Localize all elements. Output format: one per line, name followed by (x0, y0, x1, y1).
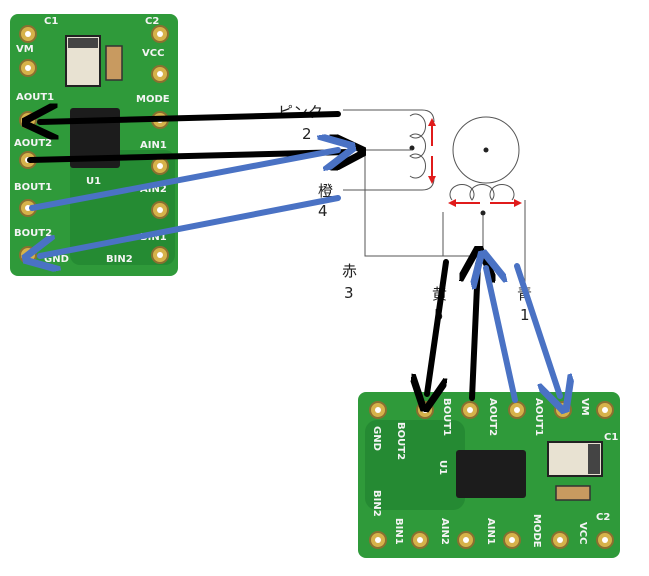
silk-u1: U1 (86, 176, 101, 187)
coil-a (409, 113, 427, 179)
rotor-circle (452, 116, 520, 184)
wire-label-orange-name: 橙 (318, 182, 333, 200)
silk-bin2: BIN2 (371, 490, 382, 517)
chip-u1 (456, 450, 526, 498)
silk-mode: MODE (136, 94, 170, 105)
silk-mode: MODE (531, 514, 542, 548)
silk-aout1: AOUT1 (533, 398, 544, 436)
silk-ain2: AIN2 (140, 184, 167, 195)
coil-b-tap (480, 210, 486, 216)
wire-label-orange-number: 4 (318, 202, 328, 220)
silk-gnd: GND (371, 426, 382, 451)
blue-connection-arrows (32, 150, 560, 400)
silk-c1: C1 (44, 16, 58, 27)
silk-bout1: BOUT1 (441, 398, 452, 436)
pcb-shade (365, 420, 465, 510)
silk-u1: U1 (437, 460, 448, 475)
wire-label-red-name: 赤 (342, 262, 357, 280)
blue-arrow-blue-to-aout1 (514, 263, 560, 396)
capacitor-small (105, 45, 123, 81)
wire-label-red-number: 3 (344, 284, 354, 302)
driver-board-left: VM AOUT1 AOUT2 BOUT1 BOUT2 C1 C2 VCC MOD… (10, 14, 178, 276)
silk-bout2: BOUT2 (14, 228, 52, 239)
blue-arrow-bout1-to-orange (29, 150, 338, 211)
silk-vcc: VCC (142, 48, 164, 59)
wire-label-pink-number: 2 (302, 125, 312, 143)
blue-arrow-aout2-to-yellow (486, 268, 518, 403)
lead-yellow (442, 212, 470, 257)
silk-bin1: BIN1 (140, 232, 167, 243)
lead-orange (343, 177, 435, 191)
silk-ain1: AIN1 (485, 518, 496, 545)
coil-b (449, 183, 515, 201)
driver-board-bottom: BOUT2 BOUT1 AOUT2 AOUT1 VM GND BIN2 BIN1… (358, 392, 620, 558)
black-arrow-bout1-to-red (472, 264, 478, 401)
lead-red (364, 149, 470, 257)
silk-aout2: AOUT2 (14, 138, 52, 149)
silk-vm: VM (16, 44, 34, 55)
silk-bout2: BOUT2 (395, 422, 406, 460)
silk-aout1: AOUT1 (16, 92, 54, 103)
black-arrow-red-to-bout2 (427, 259, 449, 394)
rotor-center (483, 147, 489, 153)
silk-c2: C2 (596, 512, 610, 523)
silk-bin1: BIN1 (393, 518, 404, 545)
silk-c1: C1 (604, 432, 618, 443)
silk-c2: C2 (145, 16, 159, 27)
blue-arrow-orange-to-bout2 (40, 195, 341, 256)
silk-ain2: AIN2 (439, 518, 450, 545)
black-arrow-aout2-to-pink (27, 152, 348, 160)
silk-ain1: AIN1 (140, 140, 167, 151)
bottom-pads (369, 531, 614, 549)
capacitor-small (555, 485, 591, 501)
coil-direction-arrows (428, 118, 522, 207)
silk-bout1: BOUT1 (14, 182, 52, 193)
black-arrow-pink-to-aout1 (40, 114, 341, 122)
silk-vcc: VCC (577, 522, 588, 544)
coil-a-tap (409, 145, 415, 151)
silk-vm: VM (579, 398, 590, 416)
wire-label-blue-number: 1 (520, 306, 530, 324)
stepper-motor-schematic (343, 109, 526, 286)
silk-aout2: AOUT2 (487, 398, 498, 436)
silk-bin2: BIN2 (106, 254, 133, 265)
capacitor-large-cap (588, 444, 600, 474)
capacitor-large-cap (68, 38, 98, 48)
